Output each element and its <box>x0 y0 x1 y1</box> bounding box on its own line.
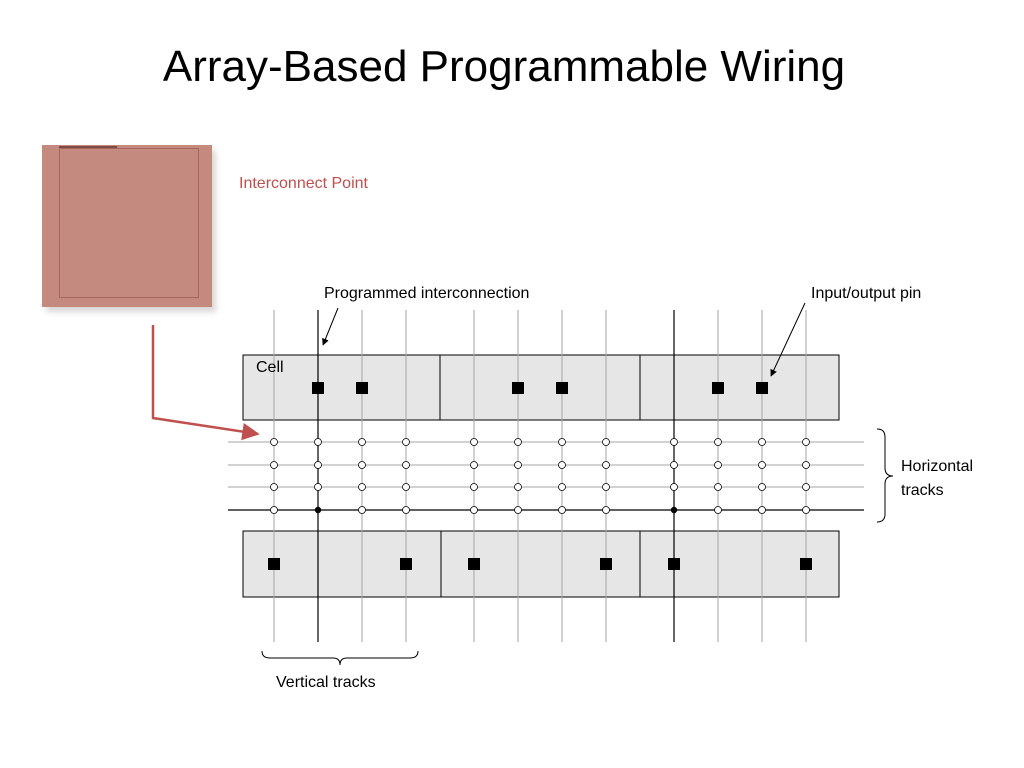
interconnect-point <box>514 461 522 469</box>
horizontal-tracks-label: Horizontal tracks <box>901 455 991 503</box>
io-pin <box>712 382 724 394</box>
interconnect-point-label: Interconnect Point <box>239 175 368 192</box>
interconnect-point <box>602 461 610 469</box>
io-pin <box>312 382 324 394</box>
interconnect-point <box>402 506 410 514</box>
programmed-interconnection-arrow <box>322 307 339 346</box>
io-pin <box>468 558 480 570</box>
programmed-interconnection-dot <box>314 506 322 514</box>
interconnect-point-thumbnail <box>42 145 212 307</box>
io-pin <box>756 382 768 394</box>
interconnect-point <box>514 483 522 491</box>
programmed-interconnection-dot <box>670 506 678 514</box>
interconnect-point <box>470 438 478 446</box>
io-pin <box>512 382 524 394</box>
interconnect-point <box>314 461 322 469</box>
io-pin <box>268 558 280 570</box>
interconnect-point <box>270 506 278 514</box>
vertical-tracks-brace <box>261 650 419 666</box>
interconnect-point <box>358 438 366 446</box>
io-pins <box>268 382 812 570</box>
io-pin <box>400 558 412 570</box>
cell-box <box>242 354 441 421</box>
interconnect-point <box>558 438 566 446</box>
interconnect-point <box>802 461 810 469</box>
interconnect-point <box>802 506 810 514</box>
thumbnail-caption-mark <box>59 146 117 148</box>
interconnect-point <box>270 461 278 469</box>
interconnect-point <box>314 438 322 446</box>
interconnect-point <box>670 438 678 446</box>
interconnect-point <box>758 461 766 469</box>
programmed-interconnection-label: Programmed interconnection <box>324 285 530 302</box>
interconnect-point <box>402 438 410 446</box>
io-pin <box>800 558 812 570</box>
interconnect-point <box>470 506 478 514</box>
cell-box <box>439 354 641 421</box>
io-pin-arrow <box>770 302 806 377</box>
interconnect-point <box>402 461 410 469</box>
interconnect-point <box>802 483 810 491</box>
thumbnail-frame <box>59 148 199 298</box>
interconnect-point <box>514 438 522 446</box>
interconnect-point <box>670 483 678 491</box>
io-pin-label: Input/output pin <box>811 285 922 302</box>
bottom-cell-row <box>242 530 840 598</box>
interconnect-point <box>270 438 278 446</box>
interconnect-point <box>402 483 410 491</box>
cell-box <box>639 354 840 421</box>
horizontal-tracks-text: Horizontal tracks <box>901 458 974 499</box>
interconnect-point <box>358 506 366 514</box>
interconnect-point <box>714 506 722 514</box>
io-pin <box>356 382 368 394</box>
interconnect-points <box>270 438 810 514</box>
programmed-interconnections <box>314 506 678 514</box>
callout-arrow <box>151 325 260 441</box>
interconnect-point <box>714 438 722 446</box>
interconnect-point <box>358 461 366 469</box>
interconnect-point <box>714 483 722 491</box>
io-pin <box>600 558 612 570</box>
horizontal-tracks-brace <box>876 428 894 523</box>
slide-title: Array-Based Programmable Wiring <box>162 42 846 91</box>
interconnect-point <box>758 506 766 514</box>
interconnect-point <box>802 438 810 446</box>
interconnect-point <box>714 461 722 469</box>
top-cell-row <box>242 354 840 421</box>
io-pin <box>556 382 568 394</box>
horizontal-tracks <box>228 441 864 511</box>
vertical-tracks <box>273 310 807 642</box>
interconnect-point <box>558 483 566 491</box>
interconnect-point <box>314 483 322 491</box>
interconnect-point <box>758 483 766 491</box>
interconnect-point <box>602 438 610 446</box>
interconnect-point <box>558 461 566 469</box>
vertical-tracks-active <box>317 310 675 642</box>
interconnect-point <box>558 506 566 514</box>
interconnect-point <box>270 483 278 491</box>
io-pin <box>668 558 680 570</box>
interconnect-point <box>670 461 678 469</box>
interconnect-point <box>470 483 478 491</box>
interconnect-point <box>470 461 478 469</box>
vertical-tracks-label: Vertical tracks <box>276 674 376 691</box>
cell-label: Cell <box>256 359 284 376</box>
interconnect-point <box>358 483 366 491</box>
interconnect-point <box>602 506 610 514</box>
interconnect-point <box>758 438 766 446</box>
interconnect-point <box>514 506 522 514</box>
interconnect-point <box>602 483 610 491</box>
